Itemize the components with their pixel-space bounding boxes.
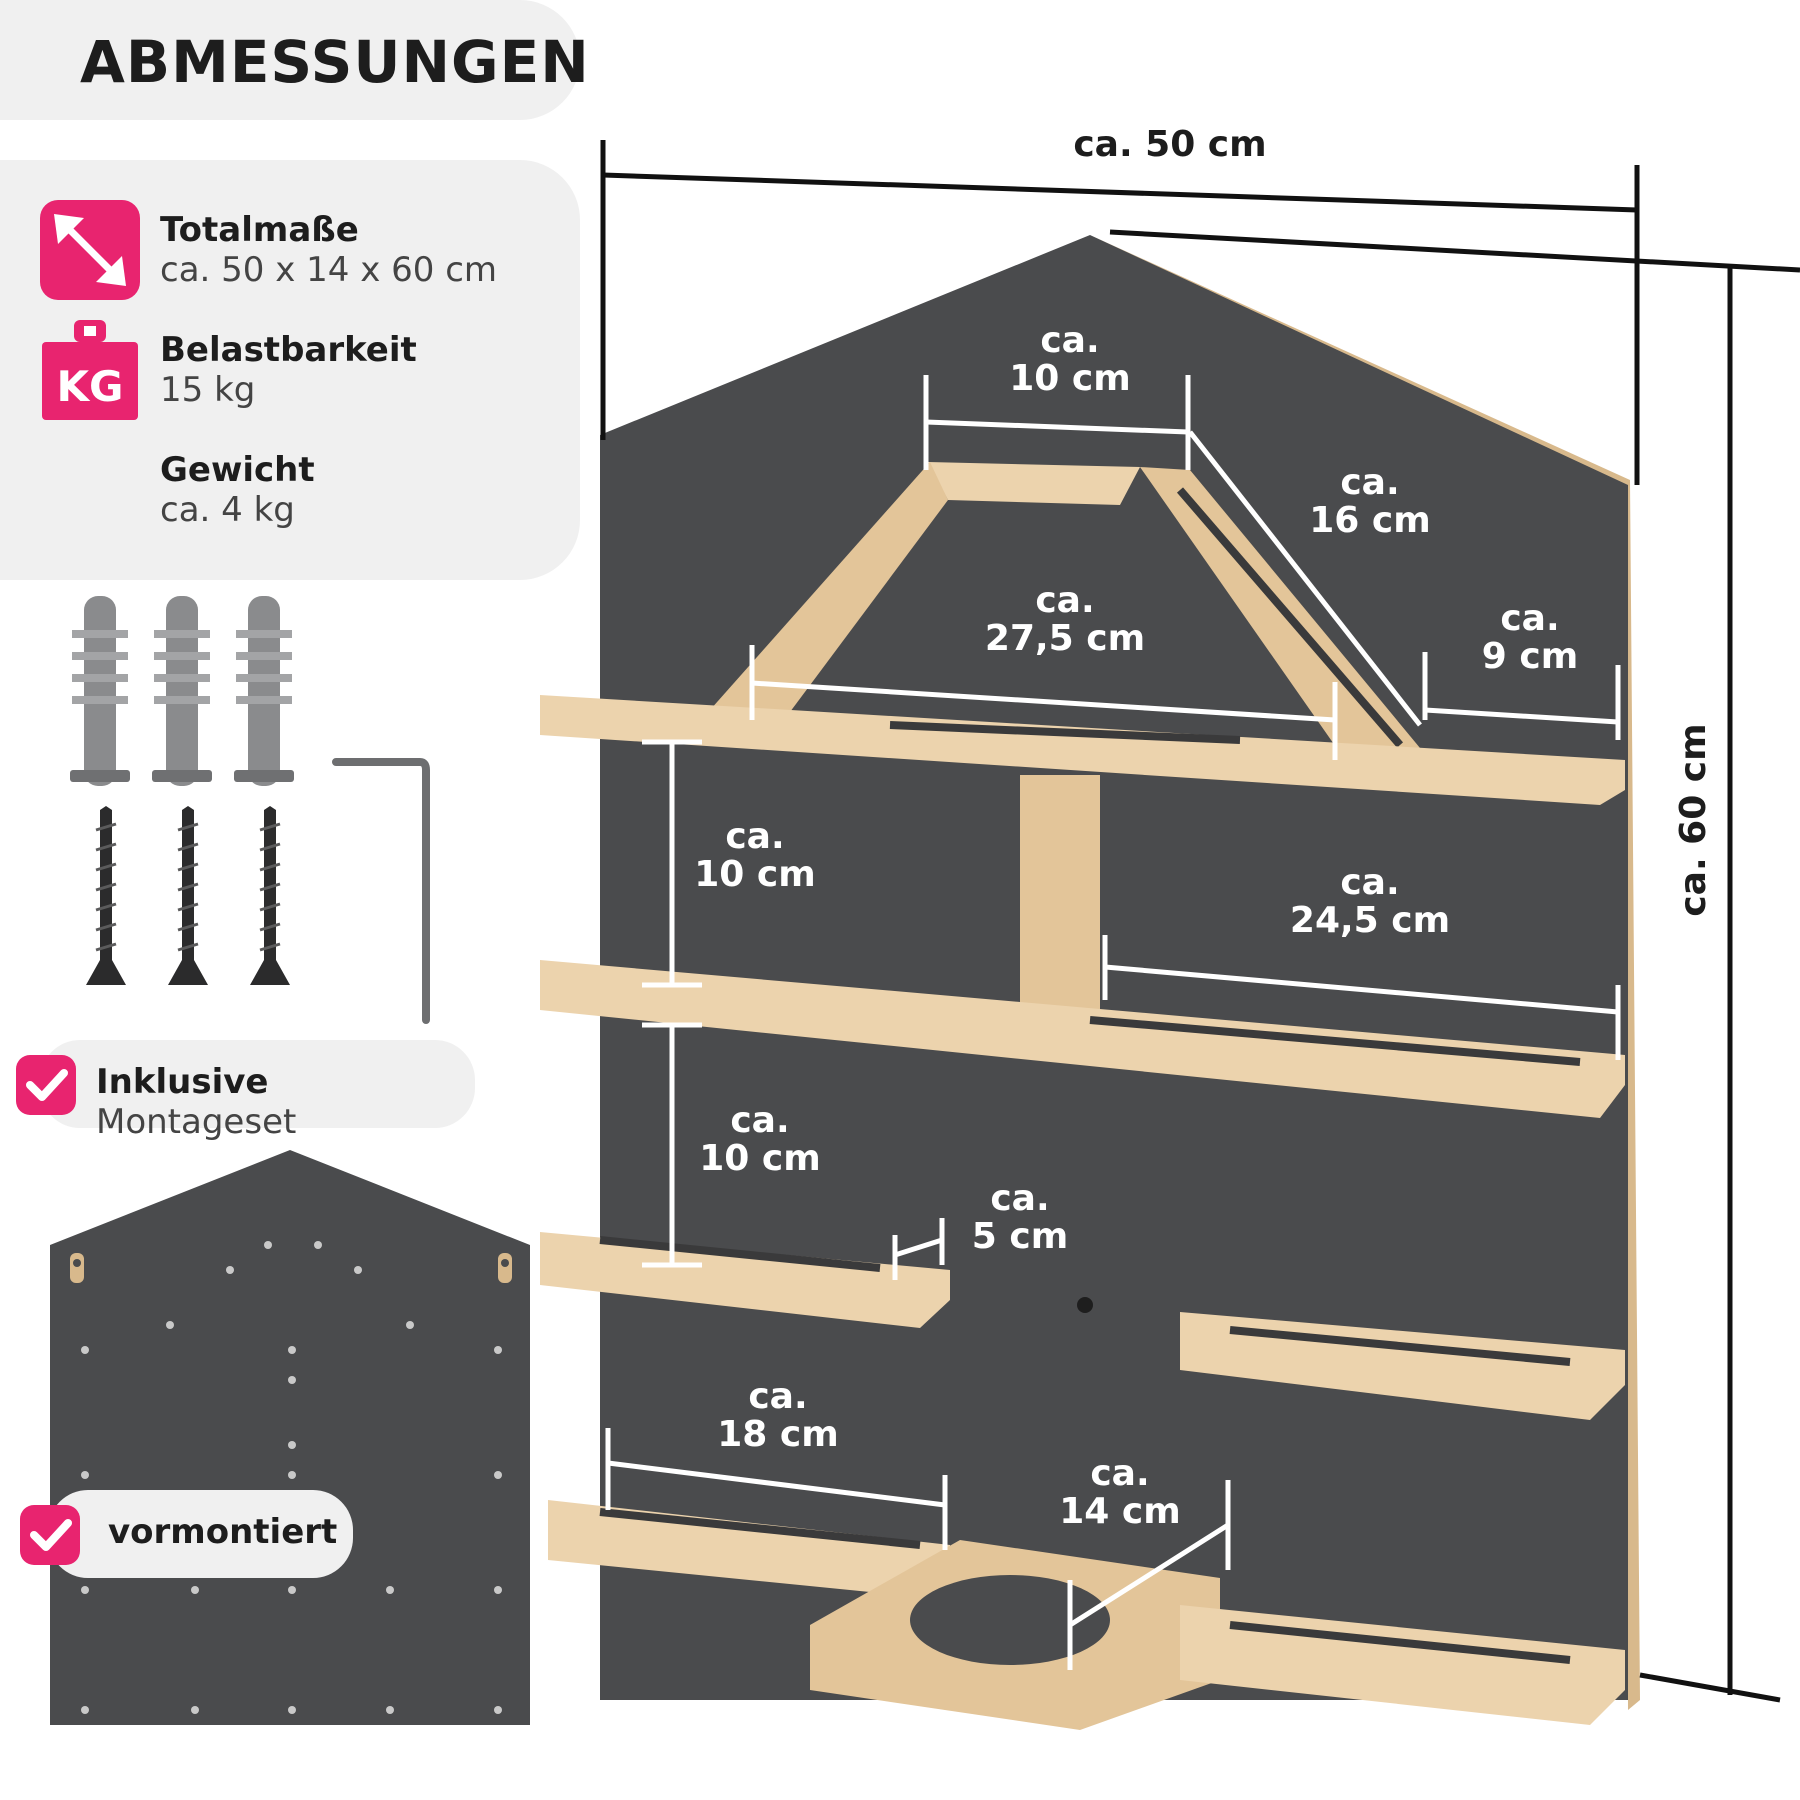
specs-panel: Totalmaße ca. 50 x 14 x 60 cm KG Belastb… (0, 160, 580, 580)
dim-roof-base: ca. 27,5 cm (984, 580, 1146, 659)
spec-label: Totalmaße (160, 210, 359, 250)
badge-montageset: Inklusive Montageset (40, 1040, 475, 1142)
spec-label: Gewicht (160, 450, 315, 490)
shelf-board (540, 960, 1625, 1118)
shelf-divider (1020, 775, 1100, 1030)
spec-total-dimensions: Totalmaße ca. 50 x 14 x 60 cm (160, 210, 497, 290)
dimension-lines-inner (605, 375, 1621, 1670)
dim-shelf-gap-2: ca. 10 cm (699, 1100, 821, 1179)
badge-text: Montageset (96, 1102, 297, 1142)
shelf-board (540, 695, 1625, 805)
wall-plug-icon (152, 596, 212, 786)
spec-weight: Gewicht ca. 4 kg (160, 450, 315, 530)
badge-bold-text: Inklusive (96, 1062, 269, 1102)
screw-icon (86, 806, 126, 985)
page-title: ABMESSUNGEN (80, 28, 590, 96)
dim-bottom-left: ca. 18 cm (717, 1376, 839, 1455)
shelf-board (1180, 1312, 1625, 1420)
weight-kg-icon: KG (40, 320, 140, 420)
screw-icon (250, 806, 290, 985)
mounting-hardware (70, 596, 430, 1024)
hanger-icon (498, 1253, 512, 1283)
shelf-board (540, 1232, 950, 1328)
roof-shelf (710, 462, 1420, 760)
dim-right-top: ca. 9 cm (1481, 598, 1579, 677)
check-icon (16, 1055, 76, 1115)
weight-kg-label: KG (56, 362, 124, 411)
dim-roof-slope: ca. 16 cm (1309, 462, 1431, 541)
shelf-board (548, 1500, 1625, 1730)
dim-total-width: ca. 50 cm (1073, 124, 1267, 165)
allen-key-icon (332, 758, 430, 1024)
spec-value: ca. 50 x 14 x 60 cm (160, 250, 498, 290)
dim-bottom-mid: ca. 14 cm (1059, 1453, 1181, 1532)
badge-vormontiert: vormontiert (48, 1490, 353, 1578)
resize-arrows-icon (40, 200, 140, 300)
badge-bold-text: vormontiert (108, 1512, 338, 1552)
dim-shelf-gap-1: ca. 10 cm (694, 816, 816, 895)
dim-small-depth: ca. 5 cm (971, 1178, 1069, 1257)
back-panel-illustration (50, 1150, 530, 1725)
screw-hole (1077, 1297, 1093, 1313)
hanger-icon (70, 1253, 84, 1283)
dim-mid-right: ca. 24,5 cm (1289, 862, 1451, 941)
spec-value: ca. 4 kg (160, 490, 295, 530)
dim-roof-top: ca. 10 cm (1009, 320, 1131, 399)
spec-value: 15 kg (160, 370, 256, 410)
wall-plug-icon (234, 596, 294, 786)
dimension-lines-outer (600, 140, 1800, 1703)
check-icon (20, 1505, 80, 1565)
spec-label: Belastbarkeit (160, 330, 417, 370)
wall-plug-icon (70, 596, 130, 786)
spec-load-capacity: Belastbarkeit 15 kg (160, 330, 417, 410)
screw-icon (168, 806, 208, 985)
dim-total-height: ca. 60 cm (1673, 723, 1714, 917)
title-panel: ABMESSUNGEN (0, 0, 589, 120)
